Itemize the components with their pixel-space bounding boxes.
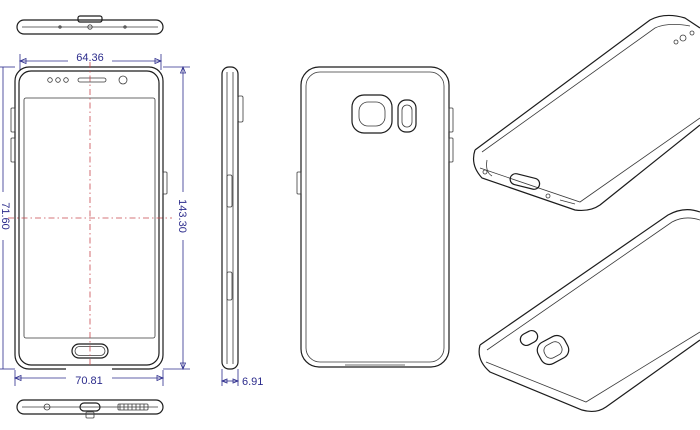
perspective-front-view [472,14,700,212]
thickness-label: 6.91 [242,376,263,388]
back-view [296,66,454,368]
body-width-dimension: 70.81 [13,368,165,387]
body-width-label: 70.81 [75,375,103,387]
perspective-back-view [478,209,700,413]
front-view: 64.36 143.30 [0,50,190,387]
side-view: 6.91 [220,66,263,388]
height-dimension: 143.30 [163,65,190,371]
top-edge-view [16,15,164,35]
left-height-dimension: 71.60 [0,66,15,370]
bottom-edge-view [16,399,164,419]
screen-width-dimension: 64.36 [18,50,163,70]
screen-width-label: 64.36 [76,52,104,64]
left-height-label: 71.60 [0,202,11,230]
height-label: 143.30 [176,199,188,233]
thickness-dimension: 6.91 [220,369,263,388]
